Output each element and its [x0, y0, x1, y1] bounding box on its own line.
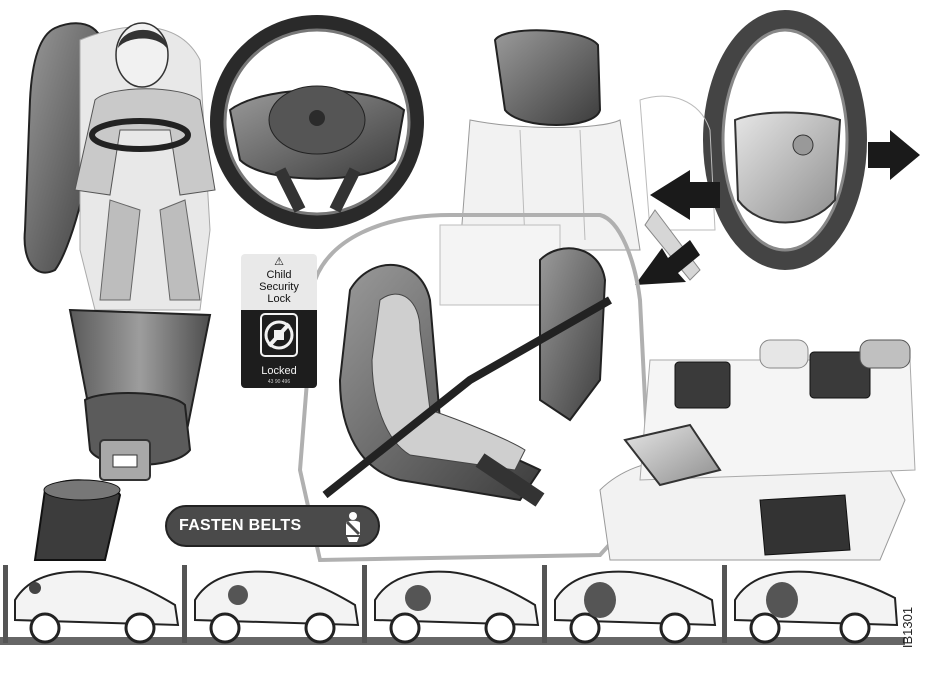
front-seat-headrest: [459, 29, 641, 251]
child-lock-status-panel: Locked 43 90 496: [241, 310, 317, 388]
fasten-belts-text: FASTEN BELTS: [179, 517, 302, 534]
crash-frame-2: [194, 570, 360, 644]
child-lock-status: Locked: [261, 365, 297, 377]
child-lock-line1: Child: [266, 269, 292, 281]
figure-code-text: IB1301: [900, 606, 916, 649]
child-lock-text-panel: ⚠ Child Security Lock: [241, 254, 317, 310]
steering-wheel-front: [210, 15, 424, 229]
crash-frame-3: [374, 570, 540, 644]
child-security-lock-label: ⚠ Child Security Lock Locked 43 90 496: [241, 254, 317, 388]
seat-belt-buckle: [33, 308, 212, 561]
crash-frame-1: [14, 570, 180, 644]
crash-frame-5: [734, 570, 899, 644]
padlock-crossed-icon: [260, 313, 298, 357]
side-airbag-driver: [23, 22, 216, 311]
child-lock-line3: Lock: [267, 293, 291, 305]
fasten-belts-sign: FASTEN BELTS: [165, 505, 380, 547]
child-lock-line2: Security: [259, 281, 299, 293]
figure-code: IB1301: [900, 600, 925, 660]
crash-sequence-strip: [0, 565, 905, 645]
seatbelt-person-icon: [345, 512, 361, 542]
crash-frame-4: [554, 570, 717, 644]
warning-triangle-icon: ⚠: [274, 256, 284, 268]
child-lock-code: 43 90 496: [267, 379, 291, 385]
child-seat-rear: [297, 213, 653, 563]
adjustable-steering-wheel: [635, 10, 920, 285]
rear-bench-seats: [599, 339, 916, 561]
